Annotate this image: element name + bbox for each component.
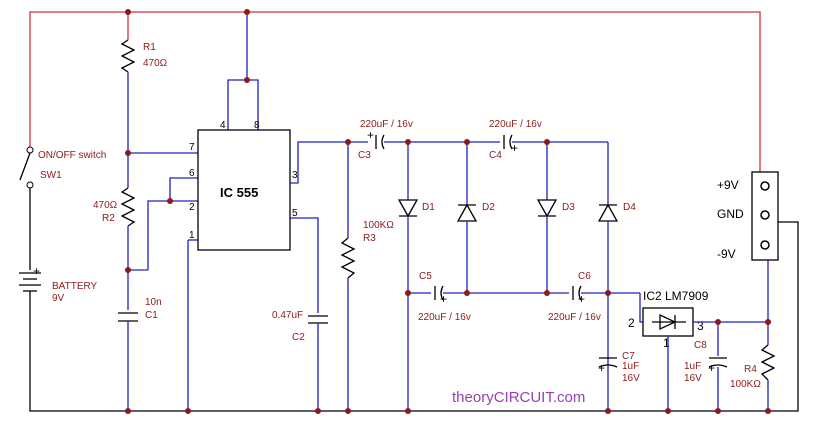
c4-plus: + [511,141,518,155]
regulator-pin1: 1 [663,336,670,350]
c1-ref: C1 [145,310,158,321]
terminal-minus [760,240,770,250]
ground-rail [29,221,799,412]
r3-symbol [340,237,356,279]
output-gnd-label: GND [717,207,744,221]
battery-label: BATTERY [52,281,98,292]
ic555-pin1: 1 [189,230,195,241]
c8-value1: 1uF [684,361,701,372]
output-minus-label: -9V [717,247,736,261]
c7-value1: 1uF [622,361,639,372]
watermark: theoryCIRCUIT.com [452,389,585,406]
d3-ref: D3 [562,202,575,213]
c6-plate-right [578,285,582,301]
d2-symbol [456,203,478,222]
terminal-gnd [760,210,770,220]
r4-symbol [760,344,776,381]
c5-plus: + [440,292,447,306]
r1-value: 470Ω [143,58,168,69]
c2-ref: C2 [292,332,305,343]
c6-ref: C6 [578,271,591,282]
ic555-pin3: 3 [292,170,298,181]
d1-symbol [397,199,419,218]
switch-ref: SW1 [40,170,62,181]
c1-value: 10n [145,297,162,308]
ic555-pin8: 8 [254,120,260,131]
c3-plus: + [367,128,374,142]
r4-ref: R4 [744,364,757,375]
r3-ref: R3 [363,233,376,244]
c3-value: 220uF / 16v [360,119,413,130]
d2-ref: D2 [482,202,495,213]
r4-value: 100KΩ [730,379,761,390]
ic555-pin2: 2 [189,202,195,213]
r3-value: 100KΩ [363,220,394,231]
c4-plate-right [509,134,513,150]
positive-rail [29,11,761,182]
regulator-pin2: 2 [628,316,635,330]
c4-value: 220uF / 16v [489,119,542,130]
c7-ref: C7 [622,351,635,362]
terminal-plus [760,181,770,191]
c8-ref: C8 [694,340,707,351]
c8-plus: + [708,361,715,375]
r1-symbol [120,39,136,73]
battery-plus: + [33,264,40,278]
c4-ref: C4 [489,150,502,161]
c7-value2: 16V [622,373,640,384]
c6-value: 220uF / 16v [548,312,601,323]
c3-ref: C3 [358,150,371,161]
ic555-pin5: 5 [292,208,298,219]
d4-symbol [597,203,619,222]
switch-lever [19,152,31,181]
d4-ref: D4 [623,202,636,213]
ic555-pin7: 7 [189,142,195,153]
c3-plate-right [381,134,385,150]
c5-ref: C5 [419,271,432,282]
c8-plate-bottom [708,364,728,368]
switch-label: ON/OFF switch [38,150,106,161]
c2-value: 0.47uF [272,310,303,321]
regulator-pin3: 3 [697,319,704,333]
r1-ref: R1 [143,42,156,53]
ic555-pin4: 4 [220,120,226,131]
output-plus-label: +9V [717,178,739,192]
regulator-name: IC2 LM7909 [643,289,709,303]
battery-voltage: 9V [52,293,65,304]
junction-dots [125,9,771,414]
c6-plus: + [578,292,585,306]
c5-value: 220uF / 16v [418,312,471,323]
c8-value2: 16V [684,373,702,384]
r2-symbol [120,187,136,227]
c7-plate-bottom [598,364,618,368]
c5-plate-right [440,285,444,301]
r2-value: 470Ω [93,200,118,211]
d1-ref: D1 [422,202,435,213]
ic555-pin6: 6 [189,168,195,179]
c7-plus: + [598,361,605,375]
ic555-name: IC 555 [220,185,258,200]
r2-ref: R2 [102,213,115,224]
d3-symbol [536,199,558,218]
ic555-body [197,129,291,251]
battery-symbol [19,272,41,300]
